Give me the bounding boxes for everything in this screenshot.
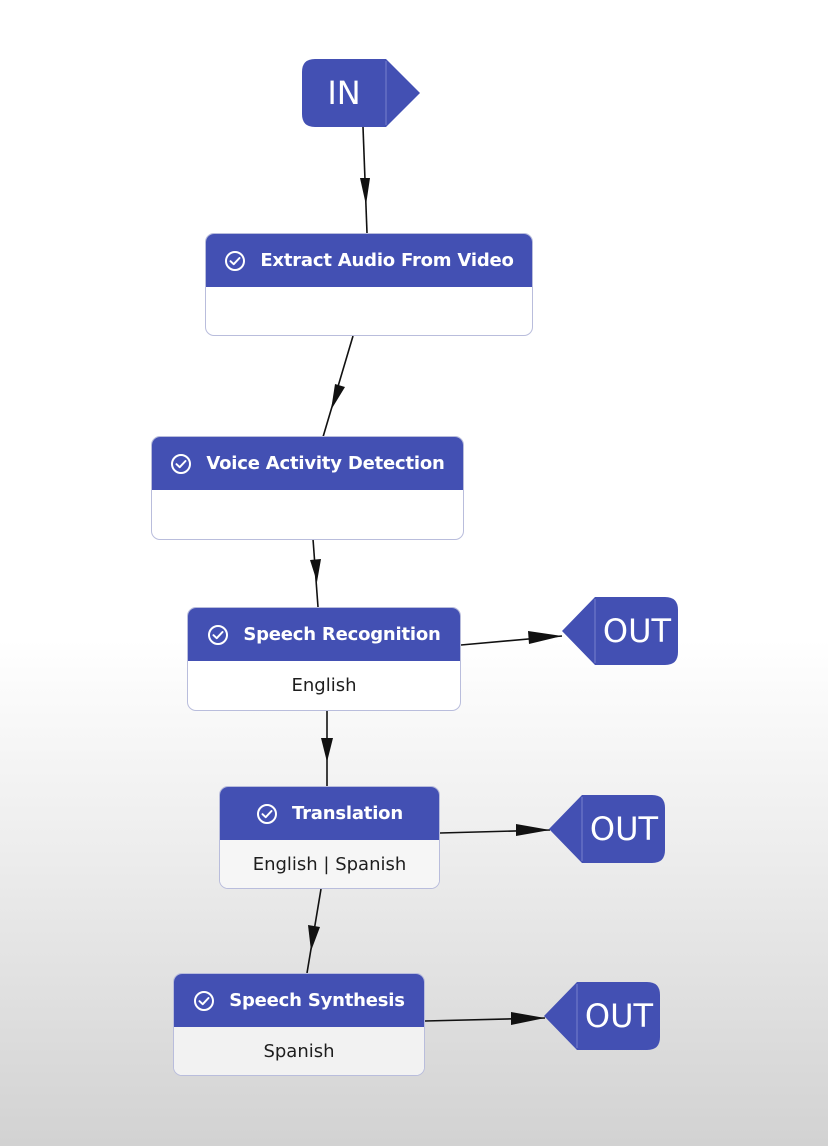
node-title: Translation [292,803,403,824]
node-header: Extract Audio From Video [206,234,532,287]
edge-translation-to-speech-synthesis-arrowhead [308,925,320,951]
node-title: Extract Audio From Video [260,250,514,271]
edge-vad-to-speech-recognition-arrowhead [310,559,321,582]
output-terminal-label: OUT [602,612,672,650]
output-terminal-speech-recognition[interactable]: OUT [561,596,679,666]
check-circle-icon [171,453,192,474]
node-title: Voice Activity Detection [206,453,445,474]
node-detail: Spanish [263,1040,335,1062]
output-terminal-speech-synthesis[interactable]: OUT [543,981,661,1051]
node-body [206,287,532,335]
node-header: Speech Recognition [188,608,460,661]
output-terminal-shape [549,795,665,863]
node-body: English | Spanish [220,840,439,888]
node-header: Speech Synthesis [174,974,424,1027]
output-terminal-shape [544,982,660,1050]
node-header: Translation [220,787,439,840]
node-detail: English [291,675,357,696]
node-voice-activity-detection[interactable]: Voice Activity Detection [151,436,464,540]
node-body [152,490,463,539]
node-body: Spanish [174,1027,424,1075]
check-circle-icon [194,990,215,1011]
output-terminal-label: OUT [584,997,654,1035]
edge-extract-audio-to-vad-arrowhead [331,384,345,410]
check-circle-icon [225,250,246,271]
node-detail: English | Spanish [252,853,407,875]
node-extract-audio-from-video[interactable]: Extract Audio From Video [205,233,533,336]
node-title: Speech Synthesis [229,990,405,1011]
output-terminal-shape [562,597,678,665]
input-terminal-shape [302,59,420,127]
input-terminal[interactable]: IN [301,58,421,128]
edge-in-to-extract-audio-arrowhead [360,178,370,205]
node-speech-recognition[interactable]: Speech Recognition English [187,607,461,711]
check-circle-icon [257,803,278,824]
output-terminal-label: OUT [589,810,659,848]
node-translation[interactable]: Translation English | Spanish [219,786,440,889]
output-terminal-translation[interactable]: OUT [548,794,666,864]
check-circle-icon [208,624,229,645]
node-body: English [188,661,460,710]
node-speech-synthesis[interactable]: Speech Synthesis Spanish [173,973,425,1076]
node-header: Voice Activity Detection [152,437,463,490]
edge-speech-recognition-to-translation-arrowhead [321,738,333,762]
edge-speech-recognition-to-out-arrowhead [528,631,562,644]
edge-speech-synthesis-to-out-arrowhead [511,1012,545,1025]
node-title: Speech Recognition [243,624,441,645]
input-terminal-label: IN [327,74,361,112]
edge-translation-to-out-arrowhead [516,824,550,836]
